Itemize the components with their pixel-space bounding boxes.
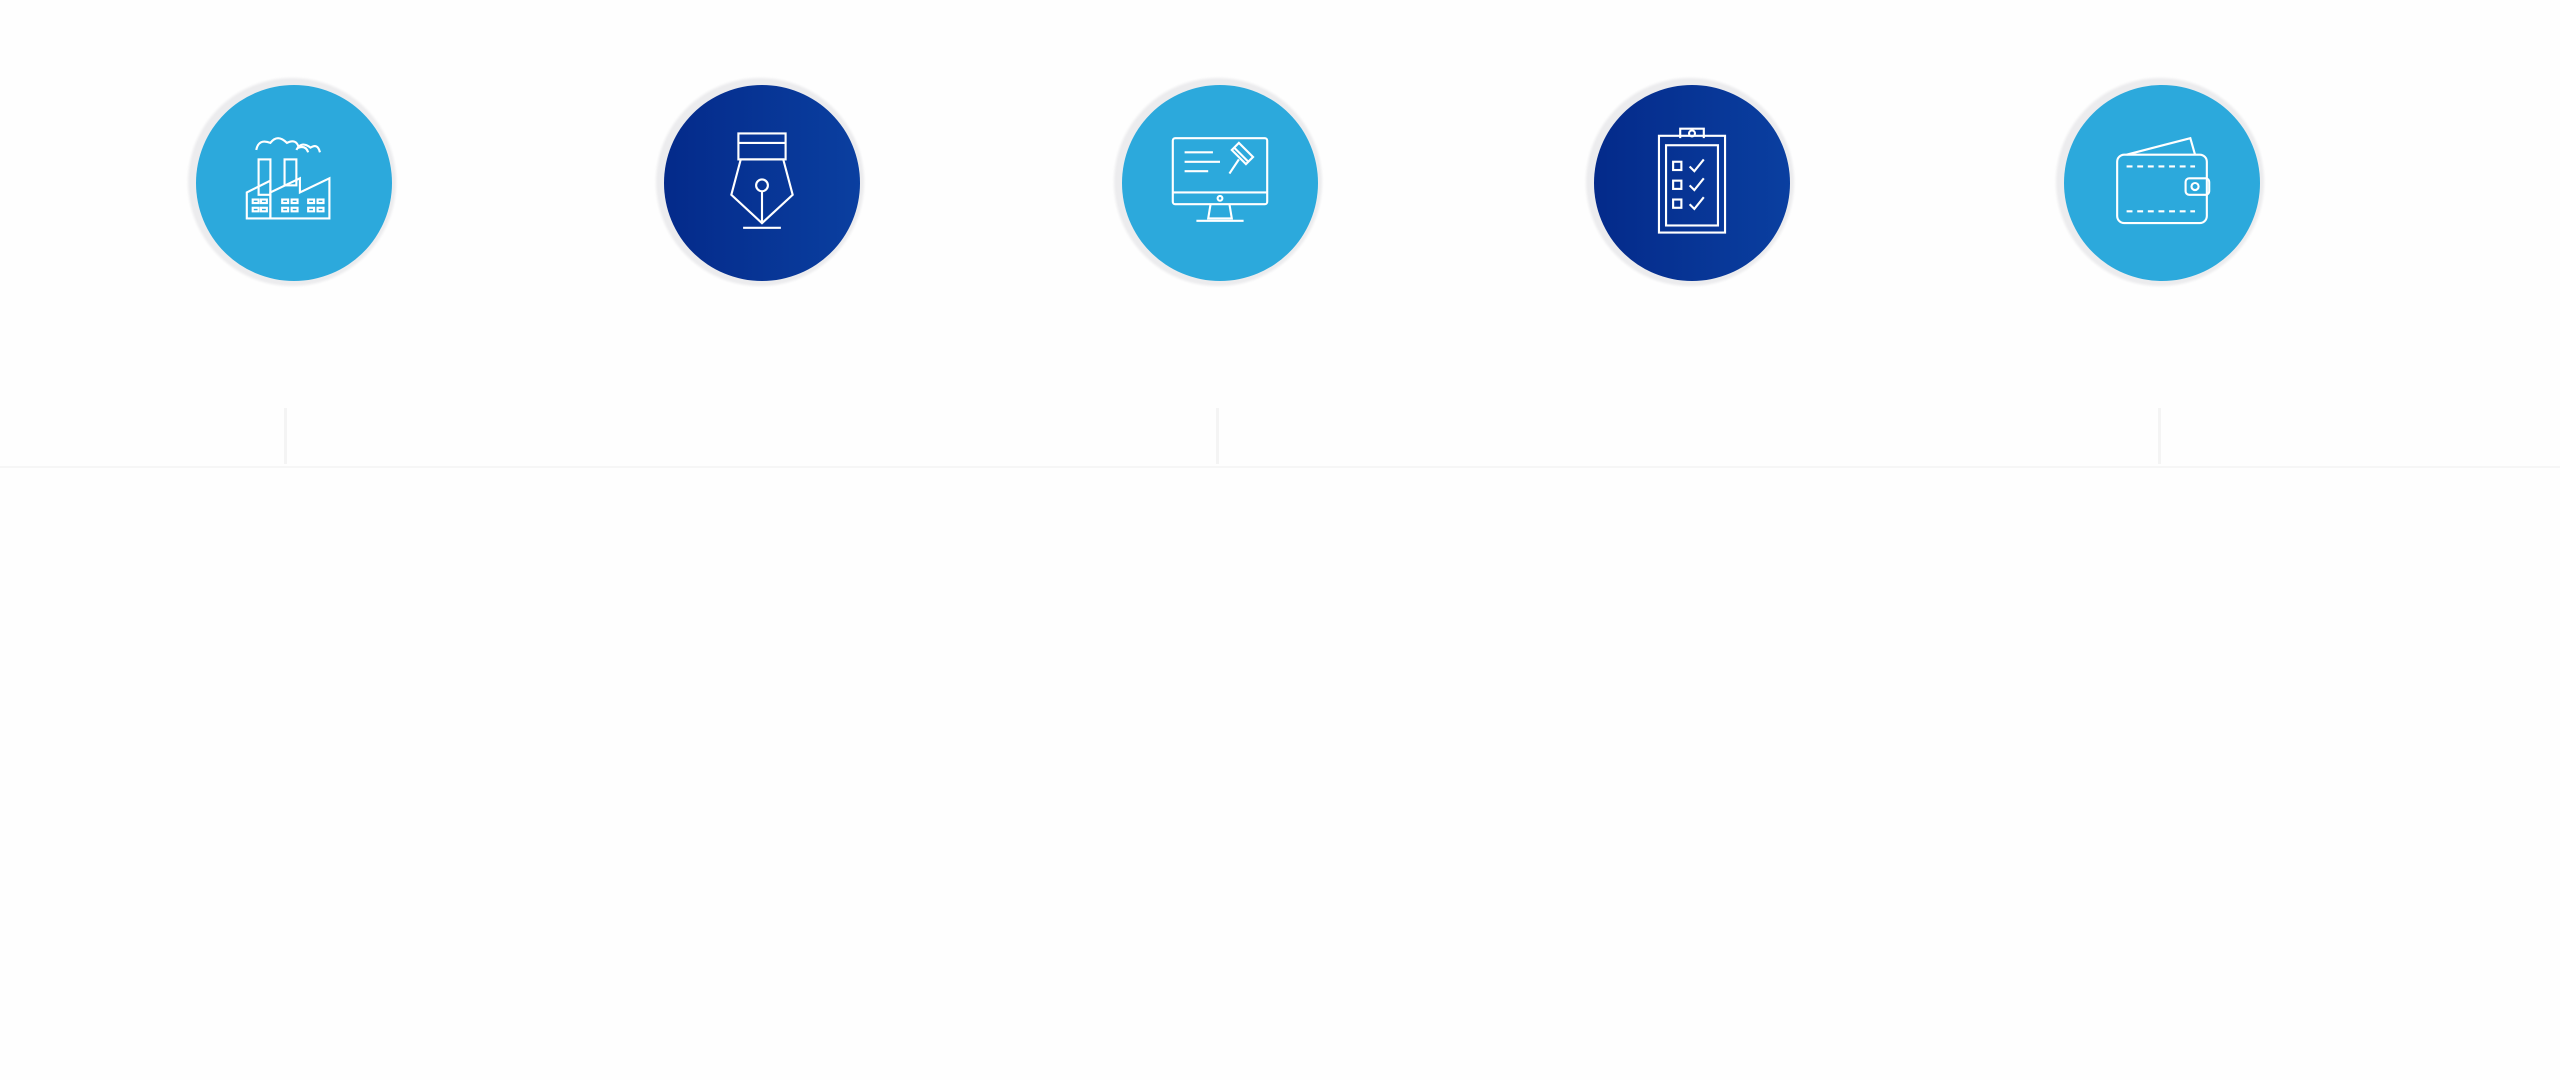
timeline-divider	[0, 466, 2560, 468]
factory-icon	[245, 137, 331, 220]
step-5-icon-circle	[2064, 85, 2260, 281]
step-1	[188, 0, 656, 1080]
pen-nib-icon	[730, 132, 794, 229]
step-3-tick	[1216, 408, 1219, 464]
step-4-icon-circle	[1594, 85, 1790, 281]
step-3	[1114, 0, 1582, 1080]
clipboard-checklist-icon	[1657, 127, 1727, 234]
step-3-icon-circle	[1122, 85, 1318, 281]
step-1-icon-circle	[196, 85, 392, 281]
monitor-pin-icon	[1171, 137, 1269, 222]
step-5-tick	[2158, 408, 2161, 464]
wallet-icon	[2116, 136, 2211, 225]
step-2	[656, 0, 1124, 1080]
step-1-tick	[284, 408, 287, 464]
step-5	[2056, 0, 2524, 1080]
step-2-icon-circle	[664, 85, 860, 281]
step-4	[1586, 0, 2054, 1080]
